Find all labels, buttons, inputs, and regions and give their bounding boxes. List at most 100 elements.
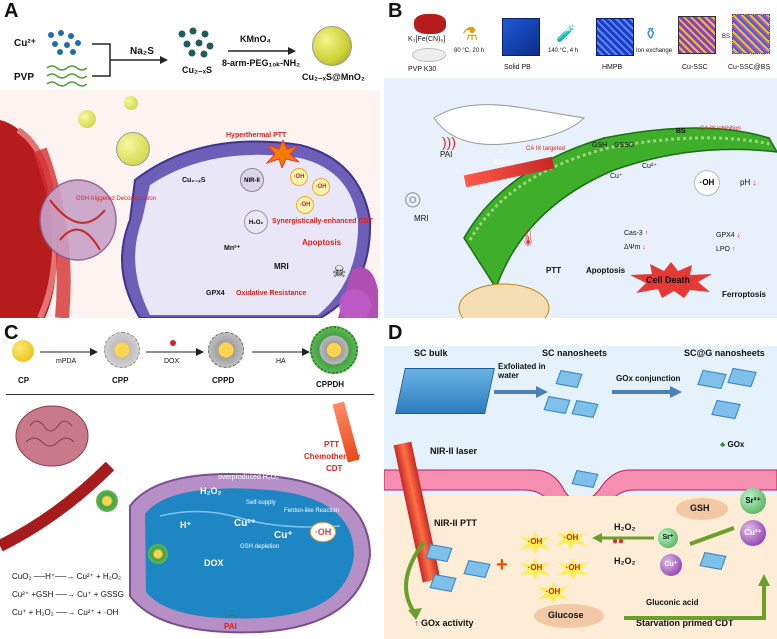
solid-pb-label: Solid PB	[504, 64, 531, 71]
dox-dot	[170, 340, 176, 346]
cond2-label: 140 °C, 4 h	[548, 48, 579, 54]
ptt-label-b: PTT	[546, 266, 562, 275]
equation-2: Cu²⁺ +GSH ──→ Cu⁺ + GSSG	[12, 590, 124, 599]
ion-exchange-label: Ion exchange	[636, 48, 673, 54]
cu-ssc-bs-label: Cu-SSC@BS	[728, 64, 771, 71]
hmpb-cube	[596, 18, 634, 56]
panel-b-label: B	[388, 0, 403, 22]
oh-text-1: ·OH	[293, 174, 305, 180]
gpx4-label-b: GPX4 ↓	[716, 232, 741, 239]
cell-death-burst	[630, 262, 712, 298]
srplus-ion: Sr⁺	[658, 528, 678, 548]
h2o2-label-c: H₂O₂	[200, 486, 222, 496]
mn-label: Mn²⁺	[224, 245, 241, 252]
thermometer-icon: 🌡	[518, 230, 539, 247]
dox-label-c2: DOX	[204, 558, 224, 568]
h2o2-molecule-icon: ●●	[612, 536, 625, 547]
autoclave-icon: 🧪	[556, 26, 576, 43]
ptt-label-c: PTT	[324, 440, 340, 449]
panel-c-label: C	[4, 322, 19, 344]
cu-ssc-cube	[678, 16, 716, 54]
oh-text-b: ·OH	[699, 178, 715, 187]
cond1-label: 80 °C, 20 h	[454, 48, 485, 54]
arrow-c1	[40, 348, 98, 356]
pvp-powder-icon	[412, 48, 446, 62]
gssg-label-b: GSSG	[614, 142, 635, 149]
kmno4-reagent: KMnO₄	[240, 34, 271, 44]
cpp-label: CPP	[112, 376, 129, 385]
na2s-reagent: Na₂S	[130, 46, 154, 57]
h2o2-bot-label: H₂O₂	[614, 556, 636, 566]
gox-activity-label: ↑ GOx activity	[414, 618, 474, 628]
panel-c: C CP mPDA CPP DOX CPPD HA CPPDH PTT Chem…	[0, 322, 380, 639]
gsh-decomposition-label: GSH-triggered Decomposition	[76, 196, 157, 202]
cuplus-ion: Cu⁺	[660, 554, 682, 576]
equation-3: Cu⁺ + H₂O₂ ──→ Cu²⁺ + ·OH	[12, 608, 119, 617]
panel-d: D SC bulk Exfoliated in water SC nanoshe…	[384, 322, 777, 639]
gsh-label-d: GSH	[690, 503, 710, 513]
product-nanoparticle	[312, 26, 352, 66]
bs-label-b: BS	[676, 128, 686, 135]
panel-a-label: A	[4, 0, 19, 22]
cuplus-label-c: Cu⁺	[274, 530, 293, 541]
dox-label-c: DOX	[164, 358, 180, 365]
gox-conj-label: GOx conjunction	[616, 374, 681, 383]
cp-label: CP	[18, 376, 30, 385]
oh-radical-c: ·OH	[310, 522, 336, 542]
divider-c	[6, 394, 374, 395]
skull-icon: ☠	[332, 264, 347, 281]
horizontal-divider	[0, 319, 777, 320]
cu2s-cell-label: Cu₂₋ₓS	[182, 177, 206, 184]
pai-label-b: PAI	[440, 150, 453, 159]
nir-ii-text: NIR-II	[244, 178, 260, 184]
cell-death-label: Cell Death	[646, 275, 691, 285]
oh-text-c: ·OH	[314, 527, 332, 537]
solid-pb-cube	[502, 18, 540, 56]
pai-wave-icon: )))	[442, 134, 456, 150]
ha-label: HA	[276, 358, 286, 365]
dpsi-text: ΔΨm	[624, 244, 641, 251]
gpx4-label-a: GPX4	[206, 290, 225, 297]
mri-machine-icon: ◎	[404, 188, 422, 210]
pvp-k30-label: PVP K30	[408, 66, 437, 73]
cu2s-intermediate: Cu₂₋ₓS	[182, 65, 213, 75]
ca-ix-inhibition-label: CA IX inhibition	[700, 126, 741, 132]
fenton-label: Fenton-like Reaction	[284, 508, 340, 514]
oh-radical-1: ·OH	[290, 168, 308, 186]
cp-particle	[12, 340, 34, 362]
peg-reagent: 8-arm-PEG₁₀ₖ-NH₂	[222, 58, 301, 68]
hplus-label: H⁺	[180, 520, 192, 530]
cu2-ion: Cu²⁺	[740, 520, 766, 546]
arrow-d1	[494, 386, 548, 398]
glucose-ellipse	[534, 604, 604, 628]
glucose-label: Glucose	[548, 610, 584, 620]
mri-label-b: MRI	[414, 214, 429, 223]
cu-plus-label-b: Cu⁺	[610, 173, 623, 180]
nanoparticle-3	[124, 96, 138, 110]
cuplus-text: Cu⁺	[664, 561, 678, 568]
cas3-label: Cas-3 ↑	[624, 230, 649, 237]
oxidative-label: Oxidative Resistance	[236, 290, 307, 297]
oh-text-3: ·OH	[299, 202, 311, 208]
gox-legend: ♣ GOx	[720, 440, 745, 449]
cppd-label: CPPD	[212, 376, 235, 385]
arrow-d2	[612, 386, 682, 398]
cu-dots-icon	[48, 30, 81, 55]
tumor-scene	[0, 405, 372, 634]
ph-text: pH	[740, 178, 751, 187]
oh-text-2: ·OH	[315, 184, 327, 190]
cppdh-label: CPPDH	[316, 380, 345, 389]
lpo-text: LPO	[716, 246, 731, 253]
h2o2-text: H₂O₂	[248, 220, 264, 226]
ca-ix-targeted-label: CA IX targeted	[526, 146, 566, 152]
product-label: Cu₂₋ₓS@MnO₂	[302, 72, 365, 82]
apoptosis-label-a: Apoptosis	[302, 238, 342, 247]
h2o2-circle: H₂O₂	[244, 210, 268, 234]
bs-reagent-label: BS	[722, 34, 731, 40]
gox-legend-text: GOx	[727, 440, 745, 449]
mpda-label: mPDA	[56, 358, 77, 365]
nanoparticle-2	[78, 110, 96, 128]
beaker-icon: ⚱	[644, 26, 658, 43]
flow-arrows-d	[404, 526, 770, 620]
oh-star-text-1: ·OH	[527, 537, 543, 546]
